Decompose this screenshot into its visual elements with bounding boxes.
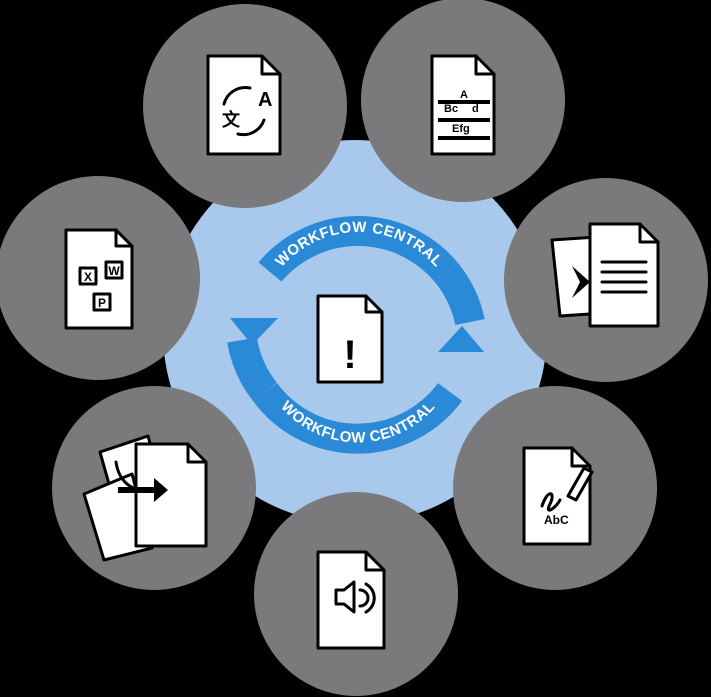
formatted-text-document-icon: A Bc d Efg bbox=[430, 54, 496, 156]
signature-glyph-abc: AbC bbox=[544, 513, 569, 527]
translate-glyph-x: 文 bbox=[222, 109, 241, 130]
audio-document-icon bbox=[316, 550, 386, 650]
translate-document-icon: A 文 bbox=[206, 54, 282, 156]
alert-document-icon: ! bbox=[316, 294, 384, 384]
merge-documents-icon bbox=[82, 434, 208, 562]
compare-documents-icon bbox=[550, 222, 660, 328]
office-documents-icon: X W P bbox=[64, 228, 134, 330]
signature-document-icon: AbC bbox=[522, 446, 594, 546]
ring-arrow-right-icon bbox=[438, 326, 484, 352]
alert-symbol: ! bbox=[343, 333, 356, 377]
office-glyph-x: X bbox=[84, 270, 92, 284]
office-glyph-p: P bbox=[98, 296, 106, 310]
ring-arrow-left-icon bbox=[230, 318, 278, 345]
office-glyph-w: W bbox=[108, 264, 120, 278]
format-glyph-d: d bbox=[472, 103, 479, 115]
translate-glyph-a: A bbox=[258, 89, 272, 111]
format-glyph-bc: Bc bbox=[444, 103, 458, 115]
format-glyph-a: A bbox=[460, 89, 468, 101]
format-glyph-efg: Efg bbox=[452, 123, 470, 135]
